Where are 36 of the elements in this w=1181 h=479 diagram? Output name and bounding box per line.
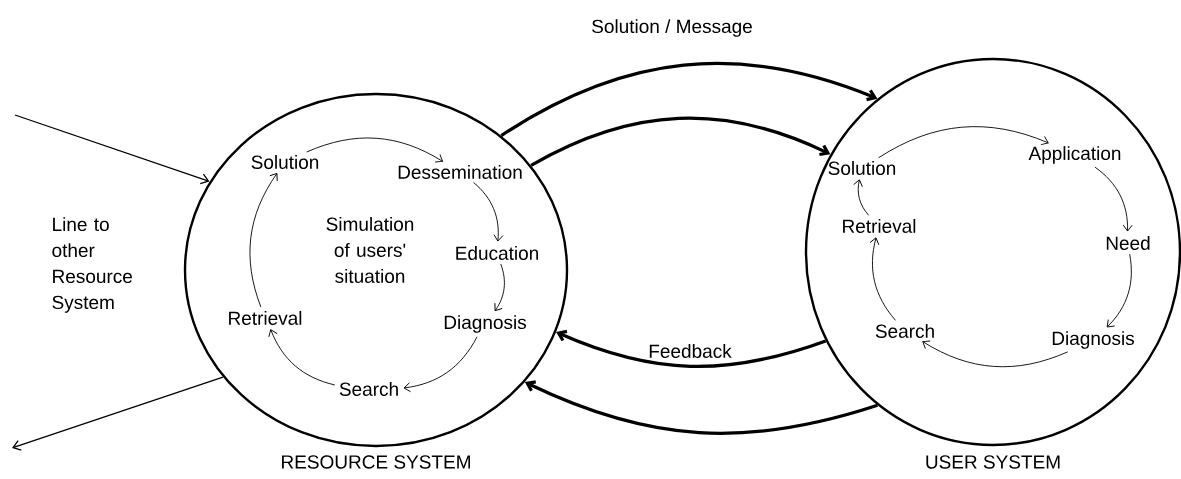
arrow [1106, 253, 1132, 328]
node-label: RESOURCE SYSTEM [282, 455, 470, 469]
step-label: Solution [251, 155, 319, 169]
step-label: Education [456, 246, 538, 260]
arrow [473, 182, 504, 242]
note-text: Simulation of users' situation [326, 217, 414, 283]
arrow [14, 114, 210, 185]
arrow [869, 237, 896, 321]
step-label: Application [1028, 146, 1121, 164]
arrow [878, 126, 1049, 159]
arrow [306, 137, 443, 163]
arrow [556, 329, 827, 368]
arrow [530, 116, 831, 167]
arrow [12, 376, 224, 451]
arrow [853, 179, 870, 216]
arrow [403, 336, 478, 393]
edge-label: Feedback [649, 344, 732, 358]
step-label: Retrieval [843, 219, 916, 233]
arrow [922, 340, 1069, 368]
step-label: Diagnosis [444, 315, 526, 333]
arrow [268, 329, 336, 386]
step-label: Need [1106, 236, 1150, 250]
step-label: Diagnosis [1052, 331, 1134, 349]
node-label: USER SYSTEM [926, 455, 1060, 469]
arrow [500, 61, 878, 137]
step-label: Dessemination [398, 165, 522, 179]
step-label: Search [339, 382, 398, 396]
step-label: Search [875, 324, 934, 338]
step-label: Retrieval [229, 311, 302, 325]
note-text: Line to other Resource System [52, 217, 132, 313]
step-label: Solution [828, 161, 896, 175]
arrow [494, 263, 505, 312]
arrow [1094, 166, 1133, 232]
arrow [249, 172, 278, 308]
arrow [524, 380, 878, 435]
edge-label: Solution / Message [592, 19, 752, 37]
